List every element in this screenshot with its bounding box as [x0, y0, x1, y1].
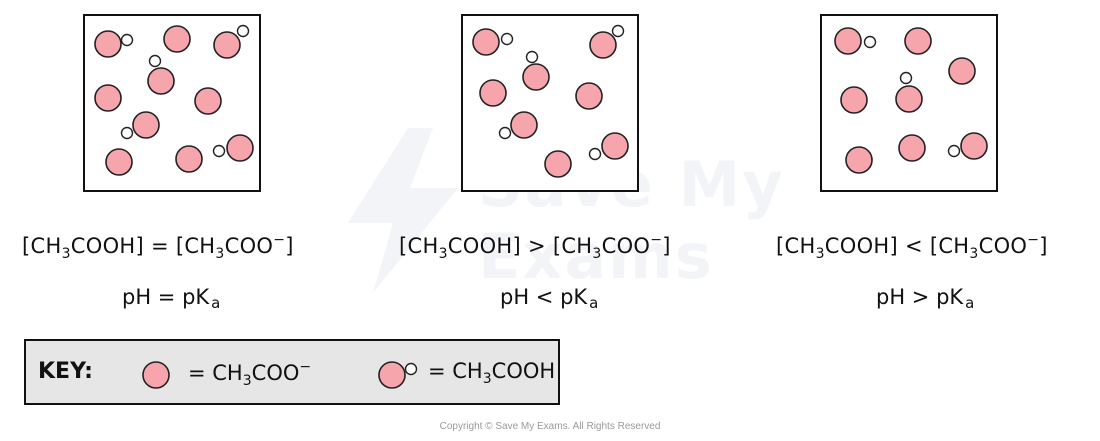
acid-molecule: [895, 71, 923, 113]
acid-molecule: [522, 50, 550, 91]
acid-molecule: [120, 111, 160, 140]
acetate-ion: [175, 145, 203, 173]
panel-equal-concentrations: [83, 14, 261, 192]
copyright-notice: Copyright © Save My Exams. All Rights Re…: [439, 421, 661, 432]
acid-molecule: [588, 132, 629, 161]
key-acid-molecule-symbol: [378, 361, 418, 389]
key-acid-formula: = CH3COOH: [428, 359, 556, 387]
concentration-equation-base-excess: [CH3COOH] < [CH3COO−]: [776, 232, 1048, 262]
acetate-ion: [904, 27, 932, 55]
watermark-bolt-icon: [348, 128, 458, 293]
acid-molecule: [472, 28, 514, 56]
acetate-ion: [948, 57, 976, 85]
acetate-ion: [845, 146, 873, 174]
acetate-ion: [94, 84, 122, 112]
acid-molecule: [589, 24, 625, 59]
concentration-equation-equal: [CH3COOH] = [CH3COO−]: [22, 232, 294, 262]
key-acetate-ion-symbol: [142, 361, 170, 389]
acid-molecule: [213, 24, 250, 59]
acid-molecule: [498, 111, 538, 140]
acetate-ion: [163, 25, 191, 53]
key-legend: KEY: = CH3COO− = CH3COOH: [24, 339, 560, 405]
acetate-ion: [479, 79, 507, 107]
panel-acid-excess: [461, 14, 639, 192]
acid-molecule: [947, 132, 988, 160]
acid-molecule: [834, 27, 877, 55]
acetate-ion: [544, 150, 572, 178]
particle-box-equal: [94, 24, 254, 176]
key-label: KEY:: [38, 359, 93, 384]
panel-base-excess: [820, 14, 998, 192]
acetate-ion: [898, 134, 926, 162]
particle-box-acid-excess: [472, 24, 629, 178]
acetate-ion: [105, 148, 133, 176]
particle-box-base-excess: [834, 27, 988, 174]
acid-molecule: [212, 134, 254, 162]
acid-molecule: [94, 30, 134, 58]
acetate-ion: [840, 86, 868, 114]
acetate-ion: [194, 87, 222, 115]
key-acetate-formula: = CH3COO−: [188, 359, 312, 389]
concentration-equation-acid-excess: [CH3COOH] > [CH3COO−]: [399, 232, 671, 262]
acid-molecule: [147, 54, 175, 95]
acetate-ion: [575, 82, 603, 110]
